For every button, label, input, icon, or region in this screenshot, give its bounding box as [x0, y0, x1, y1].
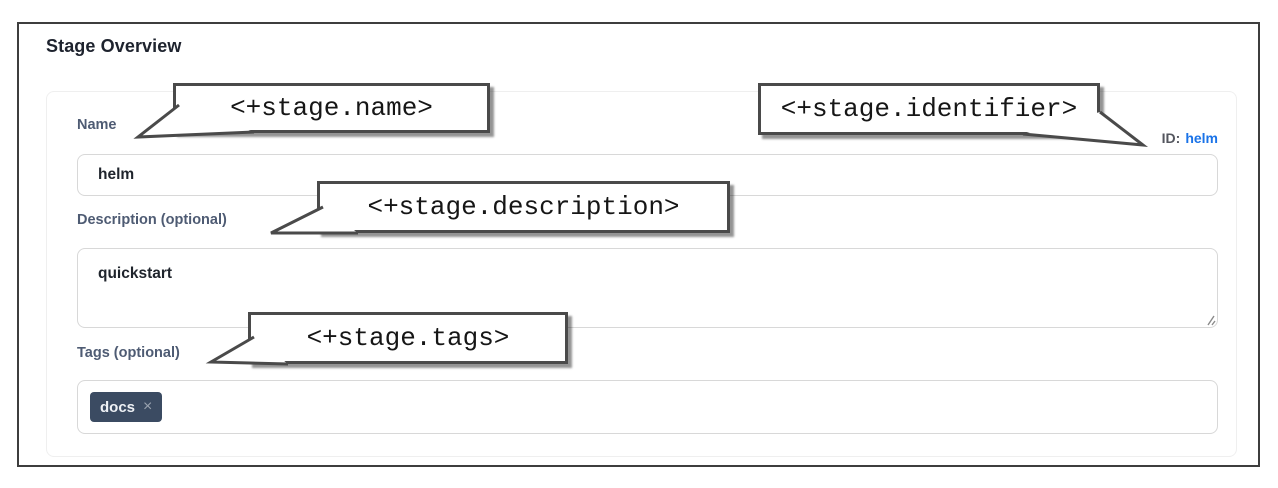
page-title: Stage Overview	[46, 36, 182, 56]
callout-stage-tags-text: <+stage.tags>	[306, 323, 510, 353]
id-label: ID:	[1161, 130, 1181, 146]
tag-chip-label: docs	[100, 398, 136, 416]
callout-stage-description-text: <+stage.description>	[367, 192, 680, 222]
id-value-link[interactable]: helm	[1185, 130, 1218, 146]
callout-stage-description: <+stage.description>	[270, 181, 730, 235]
callout-stage-name-text: <+stage.name>	[230, 93, 433, 123]
screenshot-frame: Stage Overview Name ID:helm Description …	[17, 22, 1260, 467]
textarea-resize-handle[interactable]	[1203, 314, 1216, 327]
tag-remove-icon[interactable]: ×	[143, 398, 153, 415]
callout-stage-identifier: <+stage.identifier>	[758, 83, 1149, 147]
callout-stage-tags: <+stage.tags>	[205, 312, 568, 366]
description-label: Description (optional)	[77, 212, 227, 228]
tag-chip: docs ×	[90, 392, 163, 422]
callout-stage-identifier-text: <+stage.identifier>	[780, 94, 1078, 124]
tags-input[interactable]: docs ×	[77, 380, 1218, 434]
stage-id-row: ID:helm	[918, 130, 1218, 146]
callout-stage-name: <+stage.name>	[133, 83, 490, 139]
name-label: Name	[77, 117, 117, 133]
tags-label: Tags (optional)	[77, 345, 180, 361]
